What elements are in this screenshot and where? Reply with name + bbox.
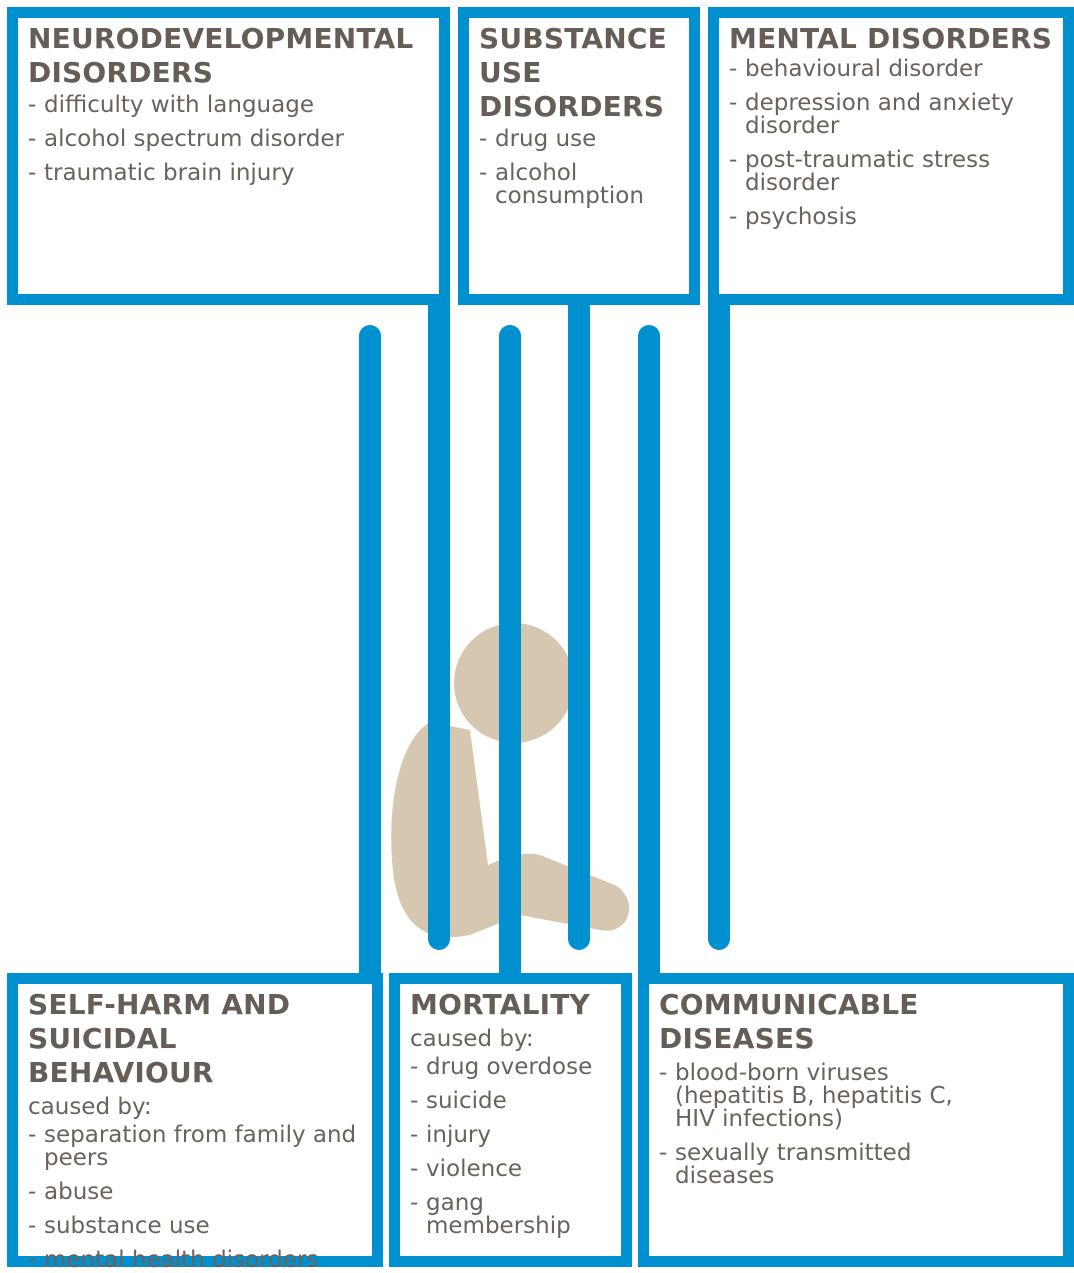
substance-use-box: SUBSTANCE USE DISORDERS -drug use -alcoh… (458, 7, 700, 305)
mortality-subtitle: caused by: (410, 1026, 534, 1052)
list-item: -mental health disorders (28, 1247, 319, 1273)
mortality-title: MORTALITY (410, 988, 590, 1021)
bar-mental-down (708, 300, 730, 950)
communicable-diseases-title: COMMUNICABLE DISEASES (659, 988, 919, 1055)
mental-disorders-title: MENTAL DISORDERS (729, 22, 1053, 55)
list-item: -suicide (410, 1088, 507, 1114)
bar-selfharm-up (359, 325, 381, 985)
list-item: -difficulty with language (28, 92, 314, 118)
list-item: -drug overdose (410, 1054, 593, 1080)
list-item: -drug use (479, 126, 597, 152)
bar-substance-down (568, 300, 590, 950)
self-harm-subtitle: caused by: (28, 1094, 152, 1120)
list-item: -psychosis (729, 204, 857, 230)
neurodevelopmental-box: NEURODEVELOPMENTAL DISORDERS -difficulty… (7, 7, 450, 305)
bar-mortality-up (499, 325, 521, 985)
substance-use-title: SUBSTANCE USE DISORDERS (479, 22, 667, 123)
mental-disorders-box: MENTAL DISORDERS -behavioural disorder -… (708, 7, 1074, 305)
list-item: -violence (410, 1156, 522, 1182)
neurodevelopmental-title: NEURODEVELOPMENTAL DISORDERS (28, 22, 414, 89)
communicable-diseases-list: -blood-born viruses(hepatitis B, hepatit… (659, 1062, 1053, 1188)
neurodevelopmental-list: -difficulty with language -alcohol spect… (28, 94, 429, 185)
communicable-diseases-box: COMMUNICABLE DISEASES -blood-born viruse… (638, 973, 1074, 1267)
self-harm-title: SELF-HARM AND SUICIDAL BEHAVIOUR (28, 988, 291, 1089)
list-item: -blood-born viruses(hepatitis B, hepatit… (659, 1060, 953, 1132)
list-item: -injury (410, 1122, 492, 1148)
list-item: -alcohol spectrum disorder (28, 126, 344, 152)
list-item: -behavioural disorder (729, 56, 983, 82)
self-harm-box: SELF-HARM AND SUICIDAL BEHAVIOUR caused … (7, 973, 383, 1272)
bar-neuro-down (428, 300, 450, 950)
list-item: -traumatic brain injury (28, 160, 295, 186)
mental-disorders-list: -behavioural disorder -depression and an… (729, 58, 1053, 229)
mortality-list: -drug overdose -suicide -injury -violenc… (410, 1056, 611, 1238)
list-item: -abuse (28, 1179, 114, 1205)
bar-communicable-up (638, 325, 660, 985)
list-item: -substance use (28, 1213, 210, 1239)
mortality-box: MORTALITY caused by: -drug overdose -sui… (389, 973, 632, 1267)
